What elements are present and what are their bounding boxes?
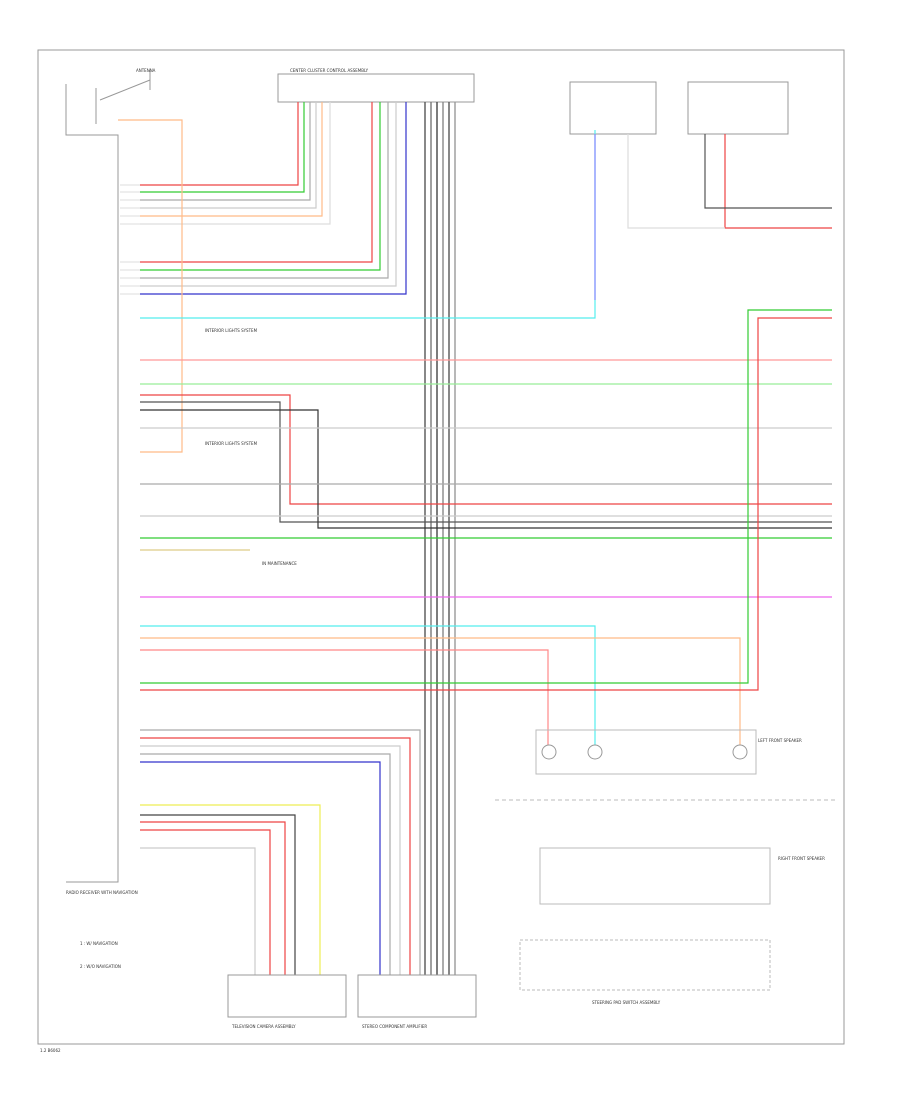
antenna-icon	[95, 70, 151, 124]
antenna-label: ANTENNA	[136, 68, 156, 73]
lower-wires	[140, 729, 421, 975]
ref-maintenance: IN MAINTENANCE	[262, 561, 297, 566]
relay-wires	[594, 134, 832, 300]
diagram-frame	[37, 49, 845, 1045]
speaker-icon-1	[541, 744, 557, 760]
top-connector-wires	[140, 102, 407, 295]
switch-assembly-lower	[519, 939, 771, 991]
relay-box-1	[569, 81, 657, 135]
top-connector	[277, 73, 475, 103]
stereo-amp-label: STEREO COMPONENT AMPLIFIER	[362, 1024, 427, 1029]
antenna-wire	[118, 119, 183, 453]
speaker-right-label: RIGHT FRONT SPEAKER	[778, 856, 825, 861]
relay-box-2	[687, 81, 789, 135]
speaker-left-label: LEFT FRONT SPEAKER	[758, 738, 802, 743]
radio-unit-label: RADIO RECEIVER WITH NAVIGATION	[66, 890, 138, 895]
radio-pin-ticks	[120, 184, 140, 295]
radio-unit-outline	[65, 84, 119, 883]
footer-code: 1.2 B6062	[40, 1048, 61, 1053]
tv-camera-label: TELEVISION CAMERA ASSEMBLY	[231, 1024, 296, 1029]
ref-interior-lights-2: INTERIOR LIGHTS SYSTEM	[205, 441, 258, 446]
stereo-amp-connector	[357, 974, 477, 1018]
speakers	[535, 729, 757, 775]
tv-camera-connector	[227, 974, 347, 1018]
speaker-icon-2	[587, 744, 603, 760]
right-side-wires	[140, 130, 832, 745]
note-1: 1 : W/ NAVIGATION	[80, 941, 118, 946]
steering-switch-label: STEERING PAD SWITCH ASSEMBLY	[592, 1000, 661, 1005]
note-2: 2 : W/O NAVIGATION	[80, 964, 121, 969]
speaker-icon-3	[732, 744, 748, 760]
switch-assembly-upper	[539, 847, 771, 905]
top-connector-label: CENTER CLUSTER CONTROL ASSEMBLY	[290, 68, 369, 73]
ref-interior-lights-1: INTERIOR LIGHTS SYSTEM	[205, 328, 258, 333]
